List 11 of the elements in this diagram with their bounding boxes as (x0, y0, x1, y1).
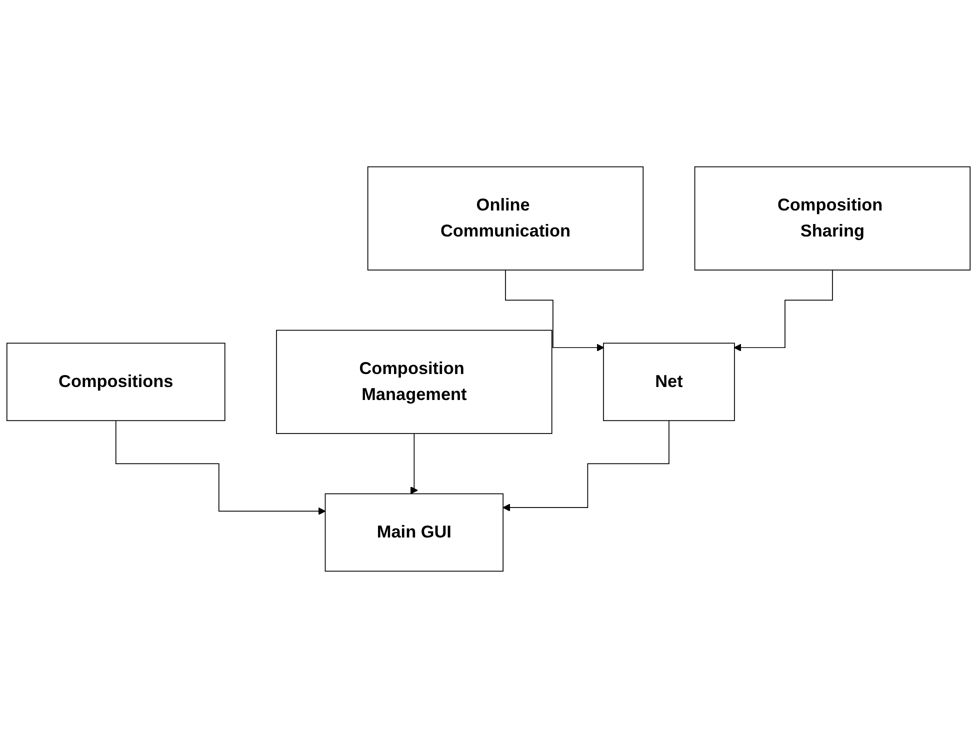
node-box: Composition Management (276, 330, 552, 434)
arrow (505, 270, 604, 352)
arrow (734, 270, 833, 352)
arrow (502, 420, 670, 512)
node-box: Compositions (6, 342, 226, 422)
node-box: Net (603, 342, 735, 422)
arrow (410, 433, 418, 494)
arrow (115, 420, 326, 515)
node-box: Main GUI (324, 493, 504, 572)
node-box: Composition Sharing (694, 166, 971, 270)
node-box: Online Communication (367, 166, 644, 270)
